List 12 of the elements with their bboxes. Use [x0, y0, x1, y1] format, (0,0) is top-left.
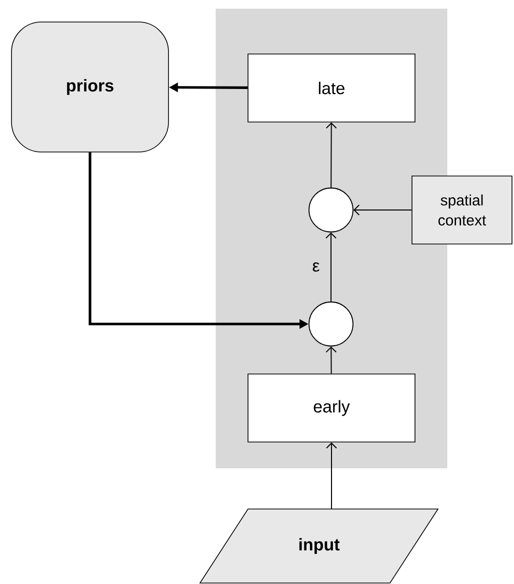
- process-box: late: [248, 54, 416, 122]
- context-box: spatial context: [412, 176, 512, 244]
- arrow: [353, 204, 412, 216]
- arrow: [326, 122, 337, 188]
- circle: [308, 188, 354, 232]
- rounded-box: priors: [11, 22, 169, 152]
- arrow: [326, 442, 337, 510]
- edge-label: ε: [311, 261, 321, 273]
- process-box: early: [248, 374, 416, 442]
- arrow: [326, 232, 336, 302]
- circle: [308, 302, 354, 346]
- arrow: [326, 346, 337, 374]
